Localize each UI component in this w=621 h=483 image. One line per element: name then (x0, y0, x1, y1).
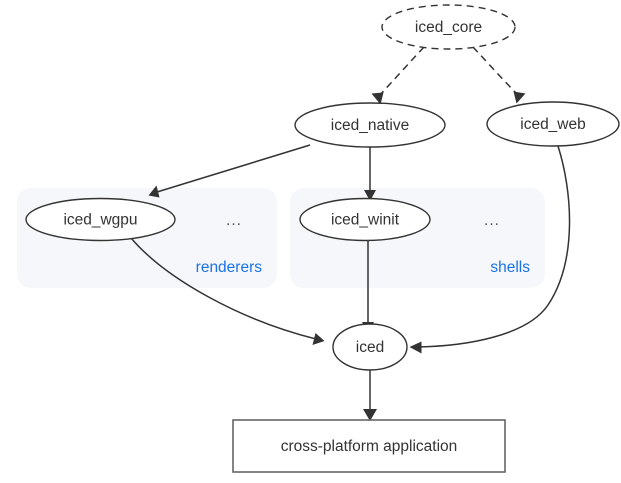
node-iced-wgpu[interactable]: iced_wgpu (25, 197, 176, 242)
cluster-shells-label: shells (490, 259, 530, 276)
node-cross-platform-application[interactable]: cross-platform application (232, 419, 506, 473)
edge-iced-core-to-iced-native (371, 46, 425, 105)
edge-iced-web-to-iced-line (417, 145, 571, 348)
edge-iced-core-to-iced-web-arrowhead (513, 91, 526, 104)
node-iced-wgpu-label: iced_wgpu (63, 212, 137, 229)
node-iced-winit[interactable]: iced_winit (299, 197, 431, 242)
edge-iced-web-to-iced (409, 145, 571, 354)
node-iced-native[interactable]: iced_native (294, 102, 446, 148)
cluster-renderers-ellipsis: ... (226, 212, 242, 229)
node-cross-platform-application-shape[interactable] (232, 419, 506, 473)
node-iced-core[interactable]: iced_core (381, 4, 516, 50)
edge-iced-core-to-iced-native-line (377, 46, 425, 98)
node-iced-web-shape[interactable] (486, 101, 620, 147)
edge-iced-to-application (363, 370, 377, 421)
node-iced-web-label: iced_web (520, 116, 586, 133)
edge-iced-core-to-iced-web (472, 46, 526, 104)
edge-iced-web-to-iced-arrowhead (409, 341, 422, 354)
edge-iced-native-to-iced-winit-arrowhead (364, 190, 376, 201)
edge-iced-native-to-iced-wgpu-arrowhead (148, 185, 160, 198)
node-iced-winit-label: iced_winit (331, 212, 400, 229)
edge-iced-wgpu-to-iced (130, 237, 325, 345)
node-iced-winit-shape[interactable] (299, 197, 431, 242)
node-iced-native-shape[interactable] (294, 102, 446, 148)
node-iced-wgpu-shape[interactable] (25, 197, 176, 242)
edge-iced-native-to-iced-winit (364, 147, 376, 201)
node-iced-label: iced (356, 339, 384, 356)
cluster-shells-ellipsis: ... (484, 212, 500, 229)
edge-iced-core-to-iced-web-line (472, 46, 520, 97)
node-iced-shape[interactable] (332, 323, 408, 371)
node-iced-native-label: iced_native (331, 117, 409, 134)
edge-iced-native-to-iced-wgpu-line (156, 144, 311, 193)
edge-iced-to-application-arrowhead (363, 409, 377, 421)
node-iced[interactable]: iced (332, 323, 408, 371)
edge-iced-core-to-iced-native-arrowhead (371, 92, 384, 105)
node-cross-platform-application-label: cross-platform application (281, 438, 458, 455)
node-iced-core-shape[interactable] (381, 4, 516, 50)
edge-iced-wgpu-to-iced-arrowhead (312, 333, 325, 345)
edge-iced-native-to-iced-wgpu (148, 144, 311, 198)
cluster-renderers-label: renderers (196, 259, 263, 276)
node-iced-core-label: iced_core (415, 19, 482, 36)
node-iced-web[interactable]: iced_web (486, 101, 620, 147)
edge-iced-wgpu-to-iced-line (130, 237, 317, 340)
